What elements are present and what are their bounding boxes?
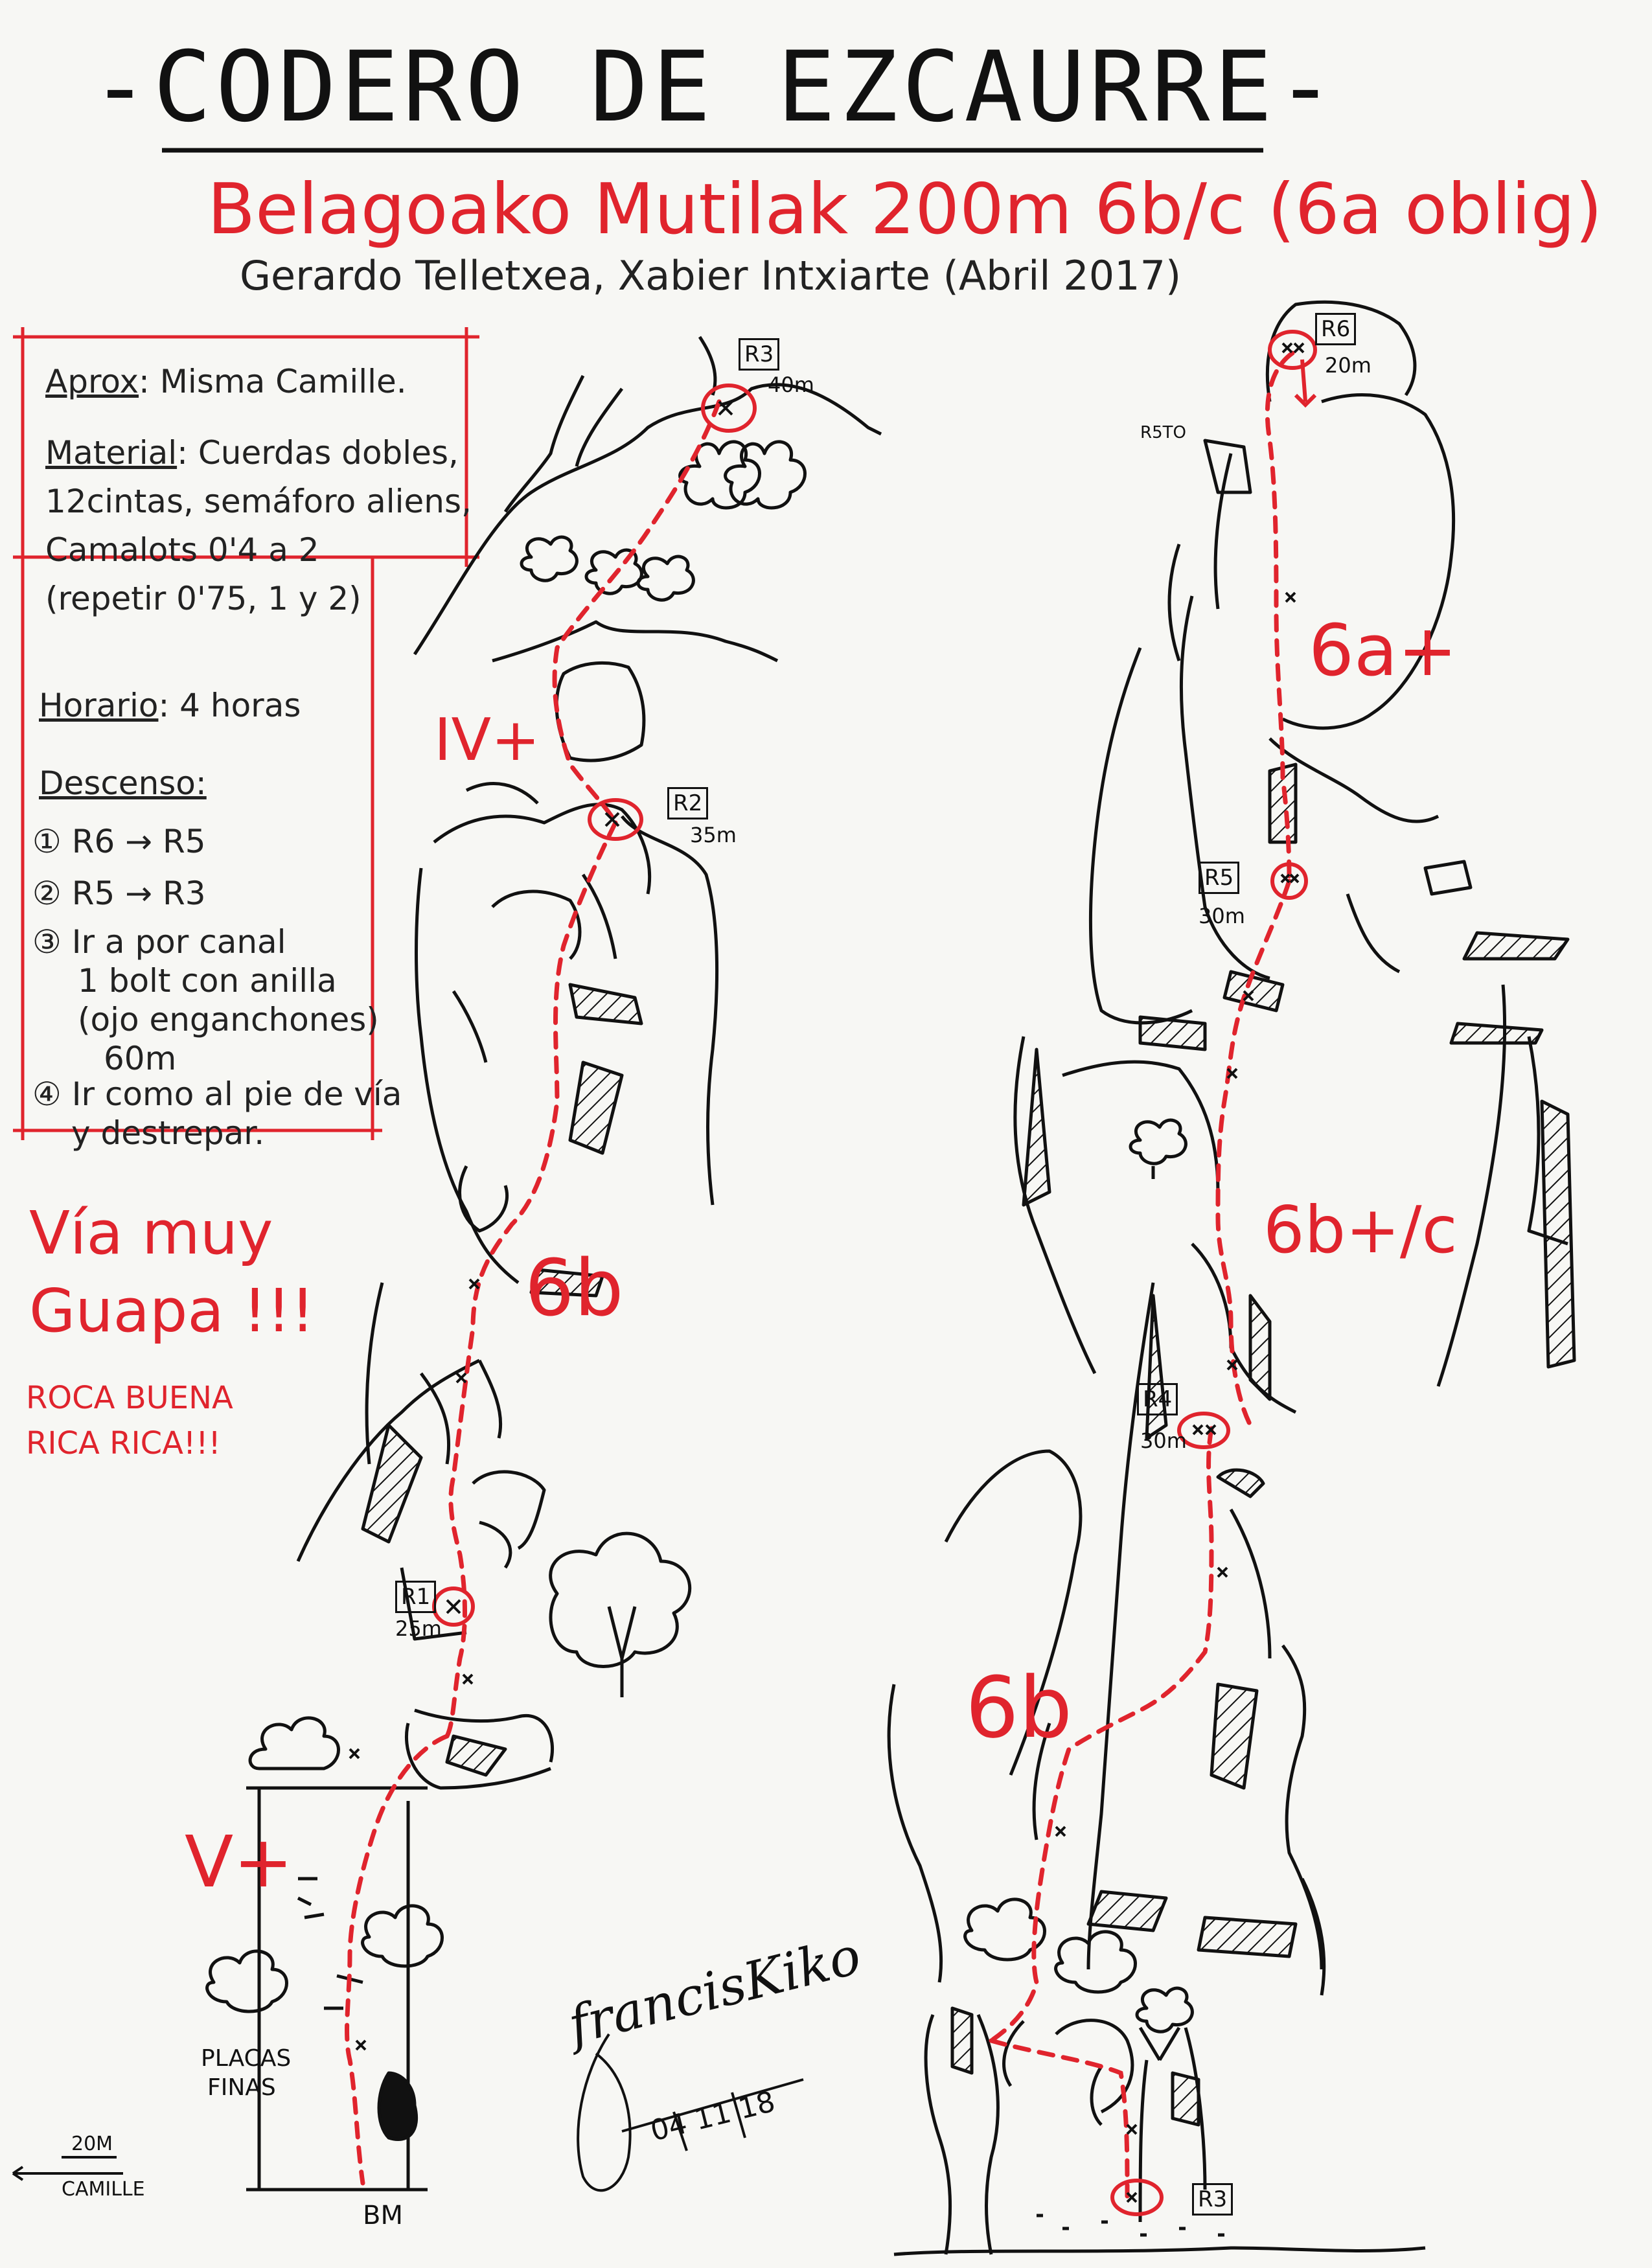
relay-distance-r6: 20m <box>1325 353 1371 378</box>
note-roca-buena: ROCA BUENA <box>26 1380 233 1416</box>
material-row: Material: Cuerdas dobles, <box>45 434 459 472</box>
note-placas: PLACAS <box>201 2045 292 2072</box>
route-authors: Gerardo Telletxea, Xabier Intxiarte (Abr… <box>240 252 1182 299</box>
page-title: -CODERO DE EZCAURRE- <box>91 31 1339 144</box>
horario-value: : 4 horas <box>158 687 301 724</box>
bolt-marks-right <box>1055 342 1305 2203</box>
grade-pitch-3: IV+ <box>434 706 540 774</box>
descenso-step-3a: ③ Ir a por canal <box>32 923 286 961</box>
descenso-step-4b: y destrepar. <box>71 1114 265 1152</box>
grade-pitch-5: 6b+/c <box>1263 1192 1458 1268</box>
material-value-4: (repetir 0'75, 1 y 2) <box>45 580 361 617</box>
relay-label-r3-bottom: R3 <box>1192 2183 1233 2216</box>
camille-arrow <box>12 2156 123 2181</box>
relay-label-r1: R1 <box>395 1581 437 1613</box>
horario-row: Horario: 4 horas <box>39 687 301 724</box>
horario-label: Horario <box>39 687 159 724</box>
info-box-frame <box>13 327 479 1140</box>
right-relay-anchors <box>1110 330 1317 2216</box>
relay-label-r5: R5 <box>1199 862 1240 894</box>
signature-strokes <box>577 2033 804 2192</box>
descenso-step-3c: (ojo enganchones) <box>78 1001 379 1038</box>
aprox-row: Aprox: Misma Camille. <box>45 363 407 400</box>
note-via-muy: Vía muy <box>29 1198 273 1268</box>
left-route-line <box>345 399 722 2186</box>
material-value-2: 12cintas, semáforo aliens, <box>45 483 472 520</box>
note-camille: CAMILLE <box>62 2178 145 2201</box>
bolt-marks-left <box>349 400 733 2051</box>
note-rica-rica: RICA RICA!!! <box>26 1425 221 1461</box>
aprox-label: Aprox <box>45 363 139 400</box>
descenso-step-4a: ④ Ir como al pie de vía <box>32 1075 402 1113</box>
relay-label-r3: R3 <box>739 338 780 371</box>
descenso-label: Descenso: <box>39 764 207 802</box>
grade-pitch-6: 6a+ <box>1309 609 1458 692</box>
relay-label-r2: R2 <box>667 787 709 819</box>
relay-distance-r4: 30m <box>1140 1428 1187 1453</box>
relay-distance-r3: 40m <box>768 372 814 397</box>
note-finas: FINAS <box>207 2074 276 2101</box>
route-subtitle: Belagoako Mutilak 200m 6b/c (6a oblig) <box>207 169 1603 250</box>
material-label: Material <box>45 434 178 472</box>
start-marker-bm: BM <box>363 2201 403 2230</box>
right-rock-wall <box>887 300 1576 2256</box>
note-guapa: Guapa !!! <box>29 1276 315 1346</box>
note-r5to: R5TO <box>1140 423 1186 442</box>
descenso-step-2: ② R5 → R3 <box>32 875 206 912</box>
relay-distance-r5: 30m <box>1199 904 1245 928</box>
relay-label-r6: R6 <box>1315 313 1357 345</box>
grade-pitch-2: 6b <box>525 1244 624 1334</box>
relay-distance-r2: 35m <box>690 823 737 847</box>
descenso-step-3d: 60m <box>104 1040 177 1077</box>
descenso-step-1: ① R6 → R5 <box>32 823 206 860</box>
descenso-step-3b: 1 bolt con anilla <box>78 962 337 1000</box>
material-value-1: : Cuerdas dobles, <box>177 434 459 472</box>
grade-pitch-1: V+ <box>185 1820 293 1903</box>
left-relay-anchors <box>432 384 757 1627</box>
material-value-3: Camalots 0'4 a 2 <box>45 531 319 569</box>
relay-label-r4: R4 <box>1137 1383 1178 1415</box>
grade-pitch-4: 6b <box>965 1658 1073 1757</box>
aprox-value: : Misma Camille. <box>139 363 407 400</box>
relay-distance-r1: 25m <box>395 1616 442 1641</box>
note-camille-distance: 20M <box>71 2133 113 2155</box>
left-rock-wall <box>205 336 882 2192</box>
right-route-line <box>989 350 1295 2199</box>
